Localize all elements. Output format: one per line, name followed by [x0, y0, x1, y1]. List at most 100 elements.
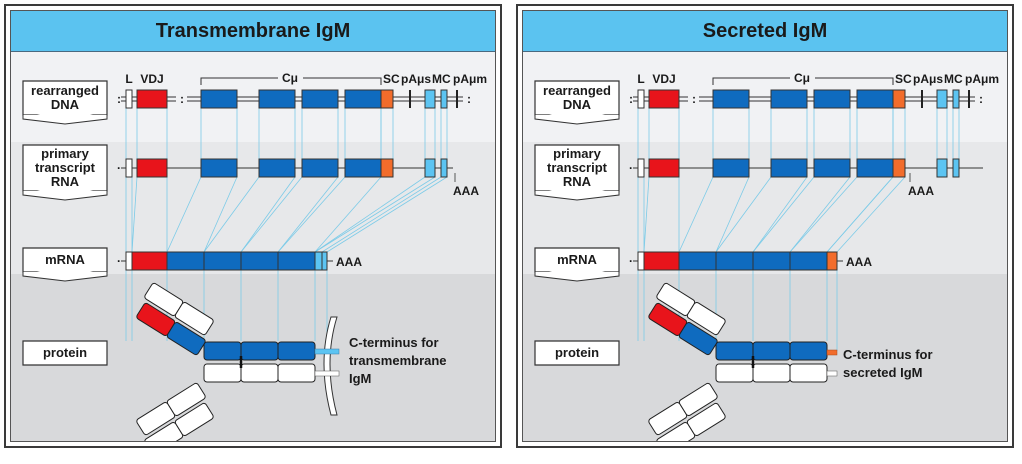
mc-exon-2	[440, 158, 448, 178]
guide-line	[715, 176, 750, 253]
cmu-exon-1	[200, 158, 238, 178]
vdj-exon	[136, 158, 168, 178]
vdj-exon	[136, 89, 168, 109]
upper-fab-arm	[648, 302, 718, 356]
guide-line	[678, 176, 714, 253]
light-2-constant-domain	[686, 402, 726, 436]
cmu-exon-4	[344, 158, 382, 178]
heavy-chain-2-domain	[752, 363, 791, 383]
primary-polya-label: AAA	[453, 184, 479, 198]
guide-line	[240, 176, 303, 253]
transmembrane-tail	[314, 348, 340, 355]
mc-exon-1	[424, 89, 436, 109]
label-pa-mu-s: pAμs	[913, 72, 943, 86]
guide-line	[752, 176, 808, 253]
row-label-protein-box	[534, 340, 620, 366]
panel-title: Secreted IgM	[523, 11, 1007, 52]
vdj-exon	[648, 158, 680, 178]
guide-line	[277, 176, 339, 253]
guide-line	[715, 176, 772, 253]
guide-line	[203, 176, 238, 253]
guide-line	[314, 176, 382, 253]
mrna-polya-label: AAA	[846, 255, 872, 269]
mrna-cmu-1	[166, 251, 205, 271]
secreted-tail	[826, 349, 838, 356]
transmembrane-igm-diagram: rearrangedDNAprimarytranscriptRNAmRNApro…	[22, 71, 487, 441]
cmu-exon-1	[712, 158, 750, 178]
label-vdj: VDJ	[140, 72, 163, 86]
label-pa-mu-m: pAμm	[453, 72, 487, 86]
label-cmu: Cμ	[794, 71, 810, 85]
row-label-primary-transcript-arrow-icon	[22, 191, 108, 201]
row-label-dna-arrow-icon	[534, 115, 620, 125]
leader-exon	[125, 158, 133, 178]
label-l: L	[637, 72, 644, 86]
row-label-primary-transcript-arrow-icon	[534, 191, 620, 201]
mrna-vdj	[643, 251, 680, 271]
cmu-exon-3	[301, 89, 339, 109]
heavy-chain-constant-domain	[789, 341, 828, 361]
guide-line	[752, 176, 815, 253]
vdj-exon	[648, 89, 680, 109]
mrna-cmu-4	[789, 251, 828, 271]
primary-polya-label: AAA	[908, 184, 934, 198]
row-label-protein-text: protein	[43, 345, 87, 360]
mrna-mc-1	[314, 251, 323, 271]
row-label-dna-text: rearranged	[543, 83, 611, 98]
cmu-exon-2	[770, 89, 808, 109]
heavy-chain-2-domain	[277, 363, 316, 383]
row-label-dna-text: DNA	[563, 97, 592, 112]
cmu-exon-3	[813, 158, 851, 178]
light-2-constant-domain	[174, 402, 214, 436]
cmu-exon-2	[770, 158, 808, 178]
row-label-mrna-arrow-icon	[22, 272, 108, 282]
heavy-chain-2-domain	[240, 363, 279, 383]
row-label-primary-transcript-text: RNA	[51, 174, 80, 189]
heavy-chain-2-domain	[789, 363, 828, 383]
mrna-cmu-4	[277, 251, 316, 271]
leader-exon	[125, 89, 133, 109]
cmu-bracket	[815, 77, 894, 85]
heavy-chain-2-domain	[715, 363, 754, 383]
row-label-dna-arrow-icon	[22, 115, 108, 125]
mrna-leader	[125, 251, 133, 271]
transmembrane-tail-2	[314, 370, 340, 377]
heavy-ch1-domain	[678, 322, 718, 356]
mc-exon-1	[424, 158, 436, 178]
mrna-polya-label: AAA	[336, 255, 362, 269]
guide-line	[131, 176, 138, 253]
row-label-primary-transcript-text: primary	[41, 146, 89, 161]
guide-line	[166, 176, 202, 253]
dna-break-mark: :	[117, 92, 121, 106]
label-mc: MC	[432, 72, 451, 86]
guide-line	[277, 176, 346, 253]
heavy-chain-constant-domain	[752, 341, 791, 361]
guide-line	[643, 176, 650, 253]
mrna-leader	[637, 251, 645, 271]
c-terminus-label: C-terminus for	[843, 347, 933, 362]
mrna-start-mark: ·	[629, 254, 633, 268]
mrna-cmu-3	[240, 251, 279, 271]
row-label-primary-transcript-text: transcript	[547, 160, 608, 175]
cmu-exon-1	[712, 89, 750, 109]
label-sc: SC	[895, 72, 912, 86]
guide-line	[789, 176, 851, 253]
mc-exon-1	[936, 89, 948, 109]
sc-exon	[380, 158, 394, 178]
heavy-chain-constant-domain	[715, 341, 754, 361]
secreted-igm-diagram: rearrangedDNAprimarytranscriptRNAmRNApro…	[534, 71, 999, 441]
lower-fab-arm	[136, 382, 206, 436]
label-cmu: Cμ	[282, 71, 298, 85]
cmu-bracket	[712, 77, 790, 85]
guide-line	[314, 176, 426, 253]
c-terminus-label: IgM	[349, 371, 371, 386]
guide-line	[321, 176, 442, 253]
dna-break-mark: :	[979, 92, 983, 106]
row-label-dna-text: DNA	[51, 97, 80, 112]
cmu-exon-3	[301, 158, 339, 178]
cmu-exon-3	[813, 89, 851, 109]
light-chain-upper	[656, 282, 726, 336]
mrna-cmu-2	[203, 251, 242, 271]
rna-start-mark: ·	[629, 161, 633, 175]
